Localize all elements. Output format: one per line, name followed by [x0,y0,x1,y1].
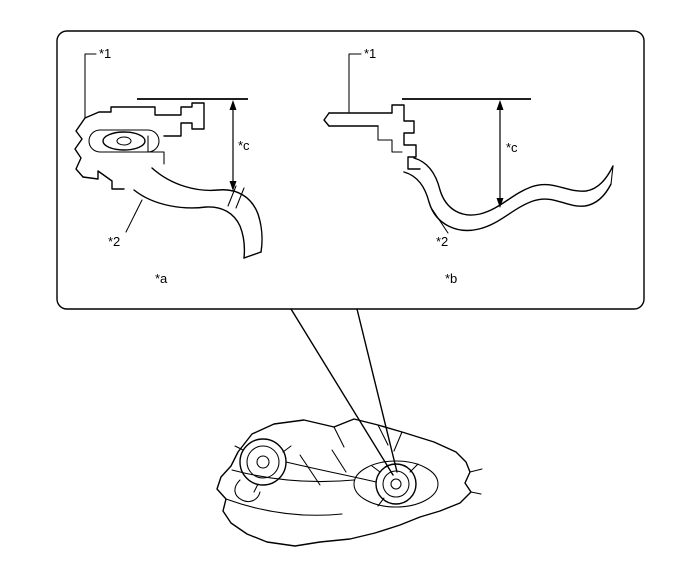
dimension-arrow-a [229,100,237,191]
label-callout-1-a: *1 [99,46,111,61]
pointer-line-right [356,308,398,473]
tank-mid-rib [231,469,355,483]
callout-1-leader-a [84,53,97,119]
tank-outline [216,418,472,547]
flange-outline-a [84,102,205,137]
label-callout-2-b: *2 [436,234,448,249]
hose-lower-line-a [133,189,246,259]
left-pump-hub [256,455,270,469]
arrowhead-up-b [496,100,504,110]
lower-body-a [82,170,125,190]
tank-wall-a [74,117,86,178]
right-pump-ring-outer [375,463,417,505]
hose-end-cap-a [243,251,262,259]
left-pump-detail [234,445,292,493]
dimension-arrow-b [496,100,504,208]
right-pump-assembly [353,460,439,508]
hose-lower-line-b [403,171,612,232]
label-callout-1-b: *1 [364,46,376,61]
section-view-a: *1 *c *2 *a [74,46,263,286]
pointer-line-left [290,308,394,476]
callout-1-leader-b [348,53,362,113]
hose-upper-line-a [151,167,263,253]
left-pump-ring-outer [239,438,287,486]
gasket-a [102,131,146,151]
label-view-b: *b [445,271,457,286]
label-view-a: *a [155,271,168,286]
tank-sheet-b [328,112,393,127]
right-pump-recess [353,460,439,508]
callout-2-leader-a [125,199,143,233]
label-dimension-b: *c [506,140,518,155]
tank-lower-rib [225,498,343,516]
right-pump-ring-inner [382,470,410,498]
gasket-core-a [116,136,132,146]
fuel-line-squiggle [234,479,261,503]
callout-2-leader-b [431,208,449,234]
hose-upper-line-b [413,157,614,216]
tank-bracket [469,468,483,495]
pump-link-line [285,461,377,483]
left-pump-assembly [234,438,292,493]
right-pump-hub [390,478,402,490]
tank-facet-lines [333,424,403,452]
section-view-b: *1 *c *2 *b [323,46,614,286]
hose-end-cap-b [610,165,614,185]
label-callout-2-a: *2 [108,234,120,249]
inner-step-a [147,135,165,165]
flange-outline-b [391,104,421,170]
left-pump-ring-inner [246,445,280,479]
tank-sheet-edge-b [323,112,330,127]
tank-surface-lines [299,449,347,486]
callout-pointer-lines [290,308,398,476]
flange-inner-b [377,125,403,153]
arrowhead-down-a [229,181,237,191]
right-pump-detail [371,463,419,507]
arrowhead-up-a [229,100,237,110]
fuel-tank-illustration [216,418,483,547]
label-dimension-a: *c [238,138,250,153]
arrowhead-down-b [496,198,504,208]
callout-box [56,30,645,310]
hose-break-ticks-a [227,185,245,209]
